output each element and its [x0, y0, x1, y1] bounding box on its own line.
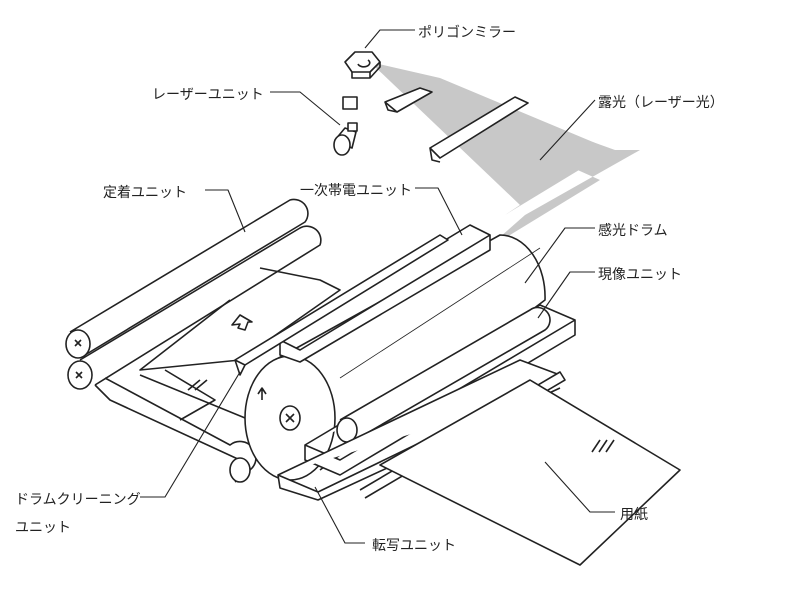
fuser-rollers: [65, 198, 322, 390]
label-exposure: 露光（レーザー光）: [598, 95, 724, 111]
leader-lines: [140, 29, 615, 544]
bottom-roller: [229, 457, 251, 483]
laser-beam-fan: [370, 62, 612, 215]
label-laser-unit: レーザーユニット: [152, 87, 264, 103]
label-transfer-unit: 転写ユニット: [372, 538, 456, 554]
label-photosensitive-drum: 感光ドラム: [598, 223, 668, 239]
arrow-up: [231, 314, 253, 331]
laser-unit-icon: [333, 96, 358, 156]
lens-small: [384, 87, 433, 113]
paper-sheet-upper: [139, 267, 341, 371]
paper-sheet-right: [379, 379, 681, 566]
polygon-mirror-icon: [344, 51, 381, 79]
lens-large: [429, 96, 529, 163]
label-primary-charge-unit: 一次帯電ユニット: [300, 183, 412, 199]
label-drum-cleaning: ドラムクリーニング: [15, 492, 141, 508]
label-polygon-mirror: ポリゴンミラー: [418, 25, 516, 41]
label-drum-cleaning-unit: ユニット: [15, 520, 71, 536]
cleaning-blade: [234, 234, 449, 376]
label-paper: 用紙: [620, 507, 648, 523]
paper-sheet-lower: [139, 369, 251, 421]
label-developing-unit: 現像ユニット: [598, 267, 682, 283]
label-fuser-unit: 定着ユニット: [103, 185, 187, 201]
developing-unit: [304, 304, 576, 476]
